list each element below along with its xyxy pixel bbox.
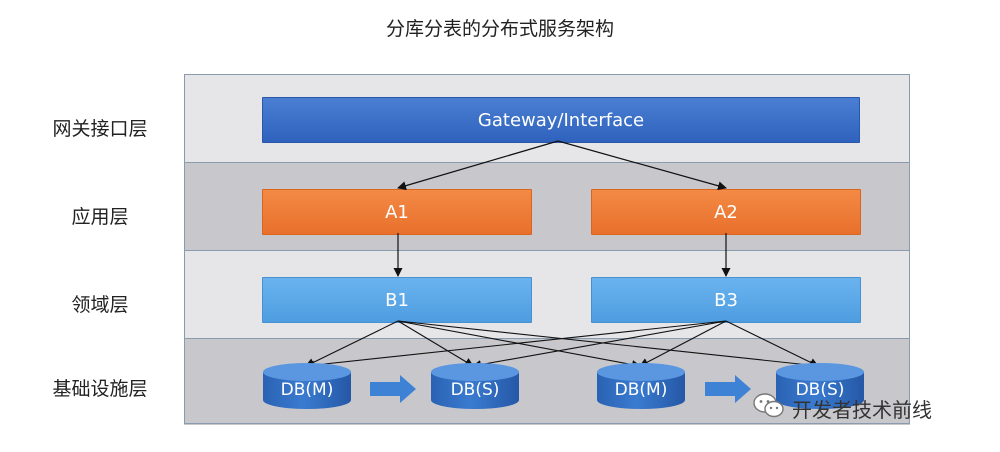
db-label-slave-2: DB(S) (795, 380, 845, 400)
layer-label-gateway: 网关接口层 (52, 118, 148, 140)
replication-arrow-1 (370, 375, 416, 403)
watermark: 开发者技术前线 (752, 392, 932, 425)
db-cylinder-1 (263, 363, 351, 409)
db-cylinder-3 (597, 363, 685, 409)
db-cylinder-4 (776, 363, 864, 409)
db-label-master-2: DB(M) (614, 380, 668, 400)
layers-frame (184, 74, 910, 424)
layer-label-infrastructure: 基础设施层 (52, 378, 148, 400)
replication-arrow-2 (705, 375, 751, 403)
watermark-text: 开发者技术前线 (792, 398, 932, 422)
arrows-domains-to-databases (305, 320, 819, 370)
diagram-title: 分库分表的分布式服务架构 (385, 18, 614, 40)
layer-label-domain: 领域层 (71, 294, 129, 316)
arrows-gateway-to-apps (397, 140, 727, 191)
db-label-slave-1: DB(S) (450, 380, 500, 400)
db-cylinder-2 (431, 363, 519, 409)
domain-box-b1: B1 (262, 277, 532, 323)
layer-label-application: 应用层 (71, 206, 129, 228)
db-label-master-1: DB(M) (280, 380, 334, 400)
domain-box-b3: B3 (591, 277, 861, 323)
wechat-icon (752, 392, 786, 425)
gateway-box: Gateway/Interface (262, 97, 860, 143)
arrows-apps-to-domains (393, 233, 731, 277)
app-box-a1: A1 (262, 189, 532, 235)
